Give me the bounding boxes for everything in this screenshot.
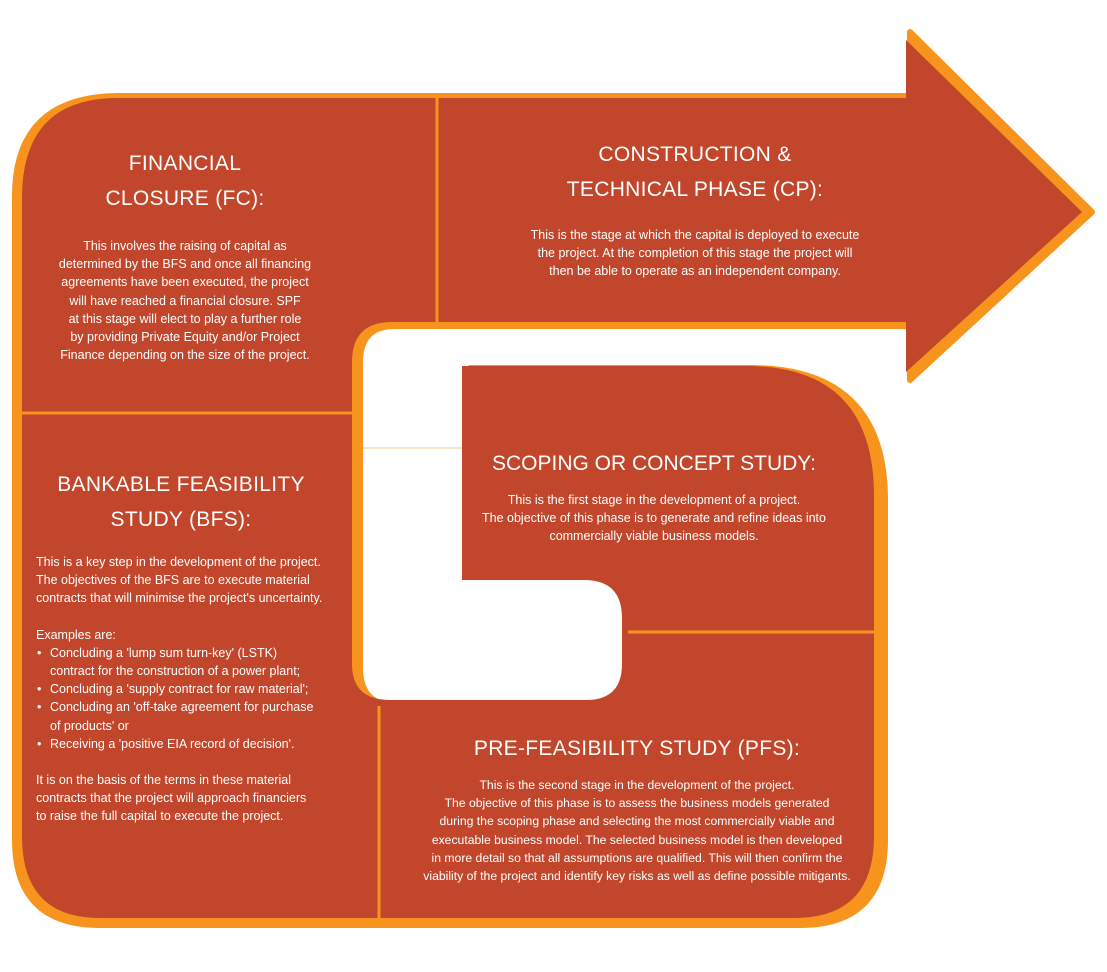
stage-construction: CONSTRUCTION & TECHNICAL PHASE (CP): Thi…: [480, 137, 910, 281]
bfs-examples-list: Concluding a 'lump sum turn-key' (LSTK) …: [36, 644, 346, 753]
pfs-title: PRE-FEASIBILITY STUDY (PFS):: [473, 737, 801, 760]
bfs-examples-label: Examples are:: [36, 627, 116, 642]
cp-body: This is the stage at which the capital i…: [530, 228, 860, 279]
stage-scoping: SCOPING OR CONCEPT STUDY: This is the fi…: [462, 446, 846, 546]
fc-body: This involves the raising of capital as …: [58, 239, 312, 363]
stage-bankable-feasibility: BANKABLE FEASIBILITY STUDY (BFS): This i…: [36, 467, 336, 826]
cp-title: CONSTRUCTION & TECHNICAL PHASE (CP):: [566, 143, 824, 201]
pfs-body: This is the second stage in the developm…: [423, 778, 851, 884]
bfs-example: Concluding an 'off-take agreement for pu…: [36, 698, 346, 734]
bfs-example: Concluding a 'lump sum turn-key' (LSTK) …: [36, 644, 346, 680]
bfs-intro: This is a key step in the development of…: [36, 555, 323, 606]
bfs-example: Concluding a 'supply contract for raw ma…: [36, 680, 346, 698]
stage-financial-closure: FINANCIAL CLOSURE (FC): This involves th…: [40, 146, 330, 364]
bfs-title: BANKABLE FEASIBILITY STUDY (BFS):: [57, 473, 305, 531]
bfs-example: Receiving a 'positive EIA record of deci…: [36, 735, 346, 753]
scoping-body: This is the first stage in the developme…: [482, 493, 826, 544]
stage-pre-feasibility: PRE-FEASIBILITY STUDY (PFS): This is the…: [400, 731, 874, 885]
fc-title: FINANCIAL CLOSURE (FC):: [105, 152, 265, 210]
bfs-closing: It is on the basis of the terms in these…: [36, 773, 307, 824]
scoping-title: SCOPING OR CONCEPT STUDY:: [492, 452, 816, 475]
